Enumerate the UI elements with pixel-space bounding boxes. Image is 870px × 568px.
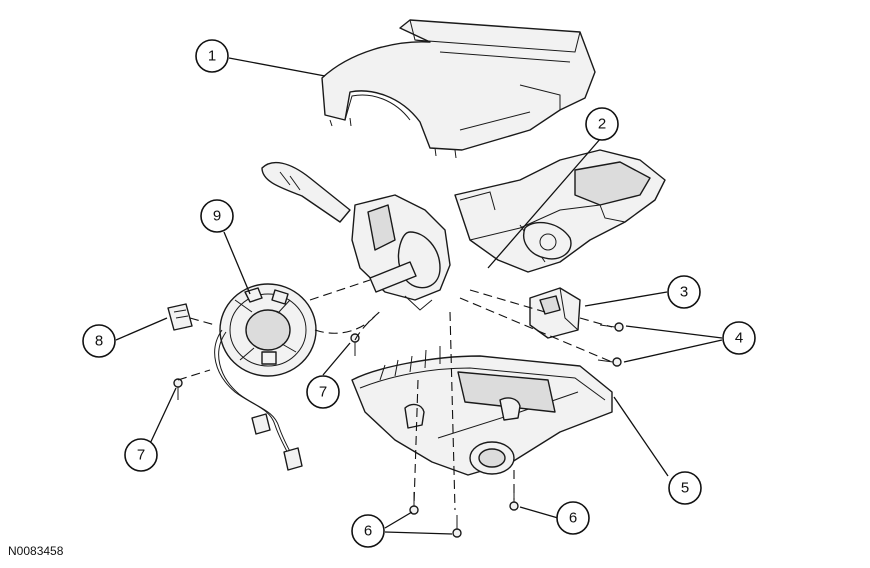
clockspring [219,283,317,377]
callout-5: 5 [668,471,702,505]
callout-label-9: 9 [213,208,221,225]
callout-9: 9 [200,199,234,233]
callout-4: 4 [722,321,756,355]
callout-label-5: 5 [681,480,689,497]
callout-label-4: 4 [735,330,743,347]
steering-column-assembly [454,149,666,273]
multifunction-switch [261,161,451,311]
module-switch [529,287,581,339]
callout-label-6b: 6 [569,510,577,527]
callout-3: 3 [667,275,701,309]
callout-7b: 7 [124,438,158,472]
lower-shroud-screws [409,488,519,538]
lower-shroud [351,346,613,476]
callout-label-8: 8 [95,333,103,350]
callout-6b: 6 [556,501,590,535]
callout-label-3: 3 [680,284,688,301]
leader-lines [115,57,723,535]
callout-label-1: 1 [208,48,216,65]
callout-8: 8 [82,324,116,358]
assembly-lines [177,279,613,511]
callout-label-2: 2 [598,116,606,133]
callout-2: 2 [585,107,619,141]
callout-label-7a: 7 [319,384,327,401]
wiring-harness [214,329,303,471]
figure-reference-id: N0083458 [8,544,64,558]
callout-1: 1 [195,39,229,73]
callout-6a: 6 [351,514,385,548]
callout-label-6a: 6 [364,523,372,540]
module-screws [597,322,624,367]
connector [167,303,193,331]
callout-label-7b: 7 [137,447,145,464]
upper-shroud [321,19,596,159]
callout-7a: 7 [306,375,340,409]
